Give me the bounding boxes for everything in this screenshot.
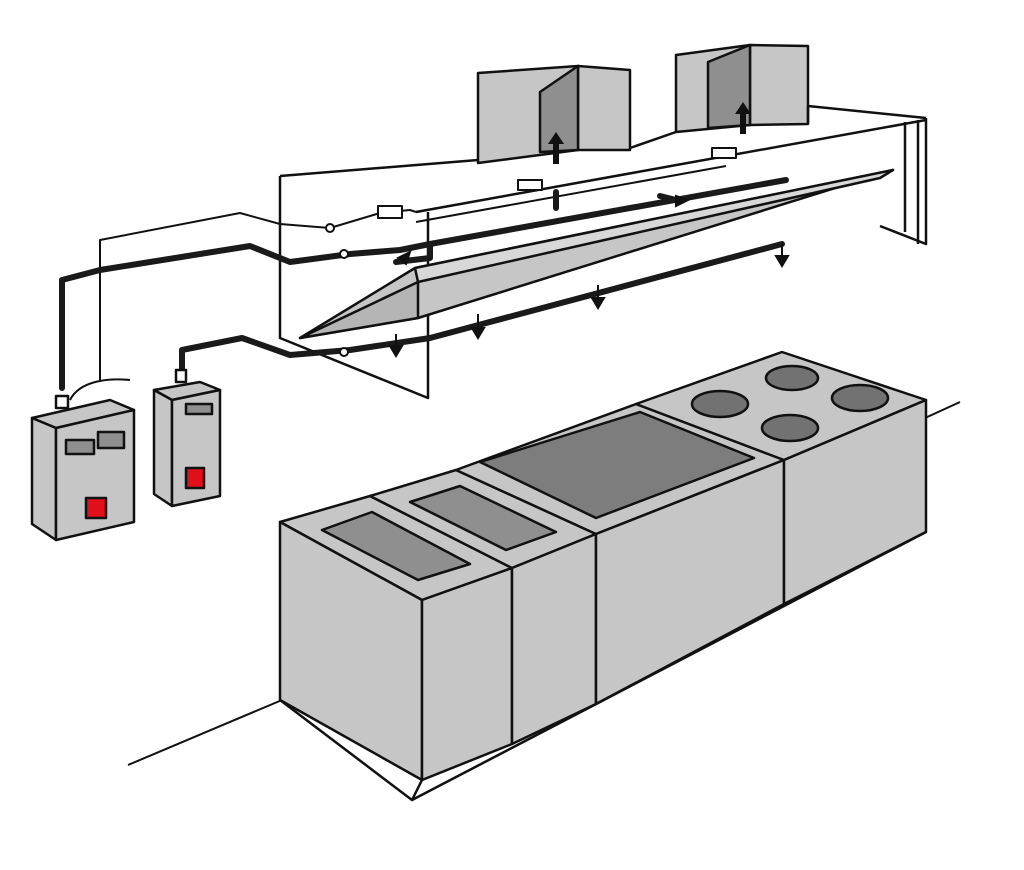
- counter-base: [279, 530, 927, 802]
- floor-lines: [127, 401, 961, 766]
- nozzle-icon: [470, 314, 486, 340]
- nozzle-icon: [388, 334, 404, 358]
- fryer-left: [278, 494, 514, 782]
- nozzle-icon: [396, 250, 412, 266]
- exhaust-duct-right: [674, 43, 810, 134]
- red-square-icon: [184, 466, 206, 490]
- griddle: [454, 402, 786, 706]
- burner-icons: [690, 364, 890, 443]
- nozzle-icon: [774, 244, 790, 268]
- control-cabinet-small: [152, 368, 222, 508]
- nozzles: [339, 194, 790, 358]
- detection-cable: [99, 147, 737, 382]
- arrow-up-icon: [735, 102, 751, 134]
- grease-filter: [298, 168, 895, 340]
- control-cabinet-large: [30, 378, 136, 542]
- nozzle-icon: [590, 285, 606, 310]
- fryer-right: [368, 468, 598, 746]
- arrow-up-icon: [548, 132, 564, 164]
- range-four-burner: [634, 350, 928, 606]
- nozzle-icon: [675, 194, 691, 208]
- duct-flow-arrows: [548, 102, 751, 164]
- agent-pipe: [59, 177, 789, 391]
- red-square-icon: [84, 496, 108, 520]
